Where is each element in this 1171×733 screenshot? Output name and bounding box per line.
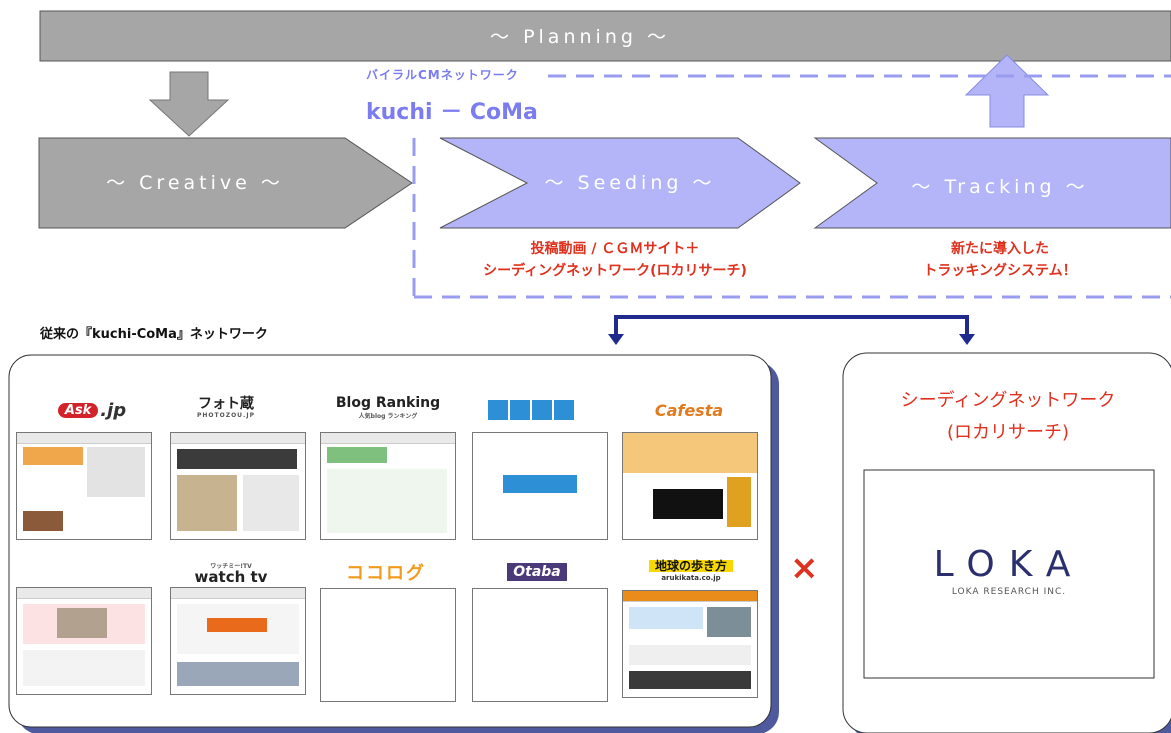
thumb-image [243, 475, 299, 531]
thumb-bar [321, 433, 455, 444]
imepita-logo-tile-1 [488, 400, 508, 420]
seeding-note-line2: シーディングネットワーク(ロカリサーチ) [483, 263, 747, 279]
arukikata-logo-sub: arukikata.co.jp [661, 574, 721, 582]
thumb-photozou [170, 432, 306, 540]
connector-arrowhead-right [959, 334, 975, 345]
seeding-network-title: シーディングネットワーク (ロカリサーチ) [843, 385, 1171, 449]
thumb-image [707, 607, 751, 637]
ask-logo-badge: Ask [57, 402, 99, 418]
tracking-note-line2: トラッキングシステム！ [923, 263, 1077, 279]
thumb-arukikata [622, 590, 758, 698]
imepita-mini-logo [503, 475, 577, 493]
site-logo-ask: Ask .jp [40, 398, 144, 422]
seeding-network-title-line1: シーディングネットワーク [900, 390, 1116, 411]
network-title: kuchi － CoMa [366, 100, 538, 125]
thumb-ask [16, 432, 152, 540]
site-logo-photozou: フォト蔵 PHOTOZOU.JP [176, 396, 276, 422]
creative-label: ～ Creative ～ [106, 172, 284, 194]
thumb-image [207, 618, 267, 632]
connector-arrowhead-left [608, 334, 624, 345]
thumb-image [87, 447, 145, 497]
thumb-image [327, 469, 447, 533]
site-logo-cocolog: ココログ [336, 560, 436, 584]
tracking-stage [813, 137, 1171, 229]
thumb-cafesta [622, 432, 758, 540]
site-logo-otaba: Otaba [497, 560, 577, 584]
network-subtitle: バイラルCMネットワーク [366, 68, 519, 82]
thumb-image [623, 433, 757, 473]
planning-label: ～ Planning ～ [490, 26, 670, 48]
cross-symbol: × [790, 548, 819, 588]
down-arrow [148, 71, 230, 137]
thumb-blogranking [320, 432, 456, 540]
seeding-label: ～ Seeding ～ [545, 172, 716, 194]
ask-logo-text: .jp [100, 399, 127, 421]
blogranking-logo-sub: 人気blog ランキング [358, 413, 418, 420]
loka-logo-triangle [1060, 552, 1080, 580]
thumb-bar [623, 591, 757, 602]
imepita-logo-tile-2 [510, 400, 530, 420]
otaba-logo-text: Otaba [507, 563, 567, 581]
thumb-image [727, 477, 751, 527]
site-logo-watchtv: ワッチミー!TV watch tv [176, 560, 286, 586]
site-logo-imepita [481, 398, 581, 422]
blogranking-logo-text: Blog Ranking [335, 395, 441, 411]
thumb-bar [171, 588, 305, 599]
cocolog-logo-text: ココログ [346, 563, 426, 584]
cafesta-logo-text: Cafesta [654, 400, 724, 420]
photozou-logo-sub: PHOTOZOU.JP [197, 412, 255, 419]
thumb-otaba [472, 588, 608, 702]
thumb-bar [17, 588, 151, 599]
seeding-network-title-line2: (ロカリサーチ) [946, 422, 1070, 443]
planning-bar [39, 10, 1171, 62]
tracking-label: ～ Tracking ～ [911, 176, 1088, 198]
existing-network-heading: 従来の『kuchi-CoMa』ネットワーク [40, 327, 268, 342]
thumb-image [629, 671, 751, 689]
watchtv-logo-text: watch tv [194, 568, 268, 586]
imepita-logo-tile-3 [532, 400, 552, 420]
loka-logo-frame [863, 469, 1155, 679]
thumb-image [629, 645, 751, 665]
arukikata-logo-text: 地球の歩き方 [648, 560, 733, 572]
loka-logo-text: LOKA [933, 544, 1085, 585]
seeding-stage [439, 137, 801, 229]
thumb-image [23, 511, 63, 531]
imepita-logo-tile-4 [554, 400, 574, 420]
tracking-note-line1: 新たに導入した [951, 241, 1049, 257]
thumb-image [177, 449, 297, 469]
site-logo-blogranking: Blog Ranking 人気blog ランキング [328, 395, 448, 422]
thumb-bar [17, 433, 151, 444]
creative-stage [38, 137, 413, 229]
thumb-imepita [472, 432, 608, 540]
thumb-image [177, 662, 299, 686]
seeding-note-line1: 投稿動画 / ＣＧＭサイト＋ [530, 241, 700, 257]
up-arrow [964, 54, 1050, 128]
loka-logo: LOKA LOKA RESEARCH INC. [864, 544, 1154, 598]
thumb-image [177, 475, 237, 531]
thumb-cocolog [320, 588, 456, 702]
thumb-bar [171, 433, 305, 444]
photozou-logo-text: フォト蔵 [198, 396, 254, 412]
thumb-image [23, 650, 145, 686]
thumb-image [629, 607, 703, 629]
thumb-row2-1 [16, 587, 152, 695]
thumb-image [327, 447, 387, 463]
thumb-watchtv [170, 587, 306, 695]
loka-logo-sub: LOKA RESEARCH INC. [951, 587, 1067, 597]
watchtv-logo-sub: ワッチミー!TV [210, 563, 252, 570]
seeding-note: 投稿動画 / ＣＧＭサイト＋ シーディングネットワーク(ロカリサーチ) [410, 238, 820, 282]
thumb-image [23, 447, 83, 465]
connector-line [614, 315, 969, 336]
thumb-image [653, 489, 723, 519]
site-logo-cafesta: Cafesta [622, 398, 756, 422]
thumb-image [57, 608, 107, 638]
site-logo-arukikata: 地球の歩き方 arukikata.co.jp [626, 560, 756, 584]
tracking-note: 新たに導入した トラッキングシステム！ [860, 238, 1140, 282]
